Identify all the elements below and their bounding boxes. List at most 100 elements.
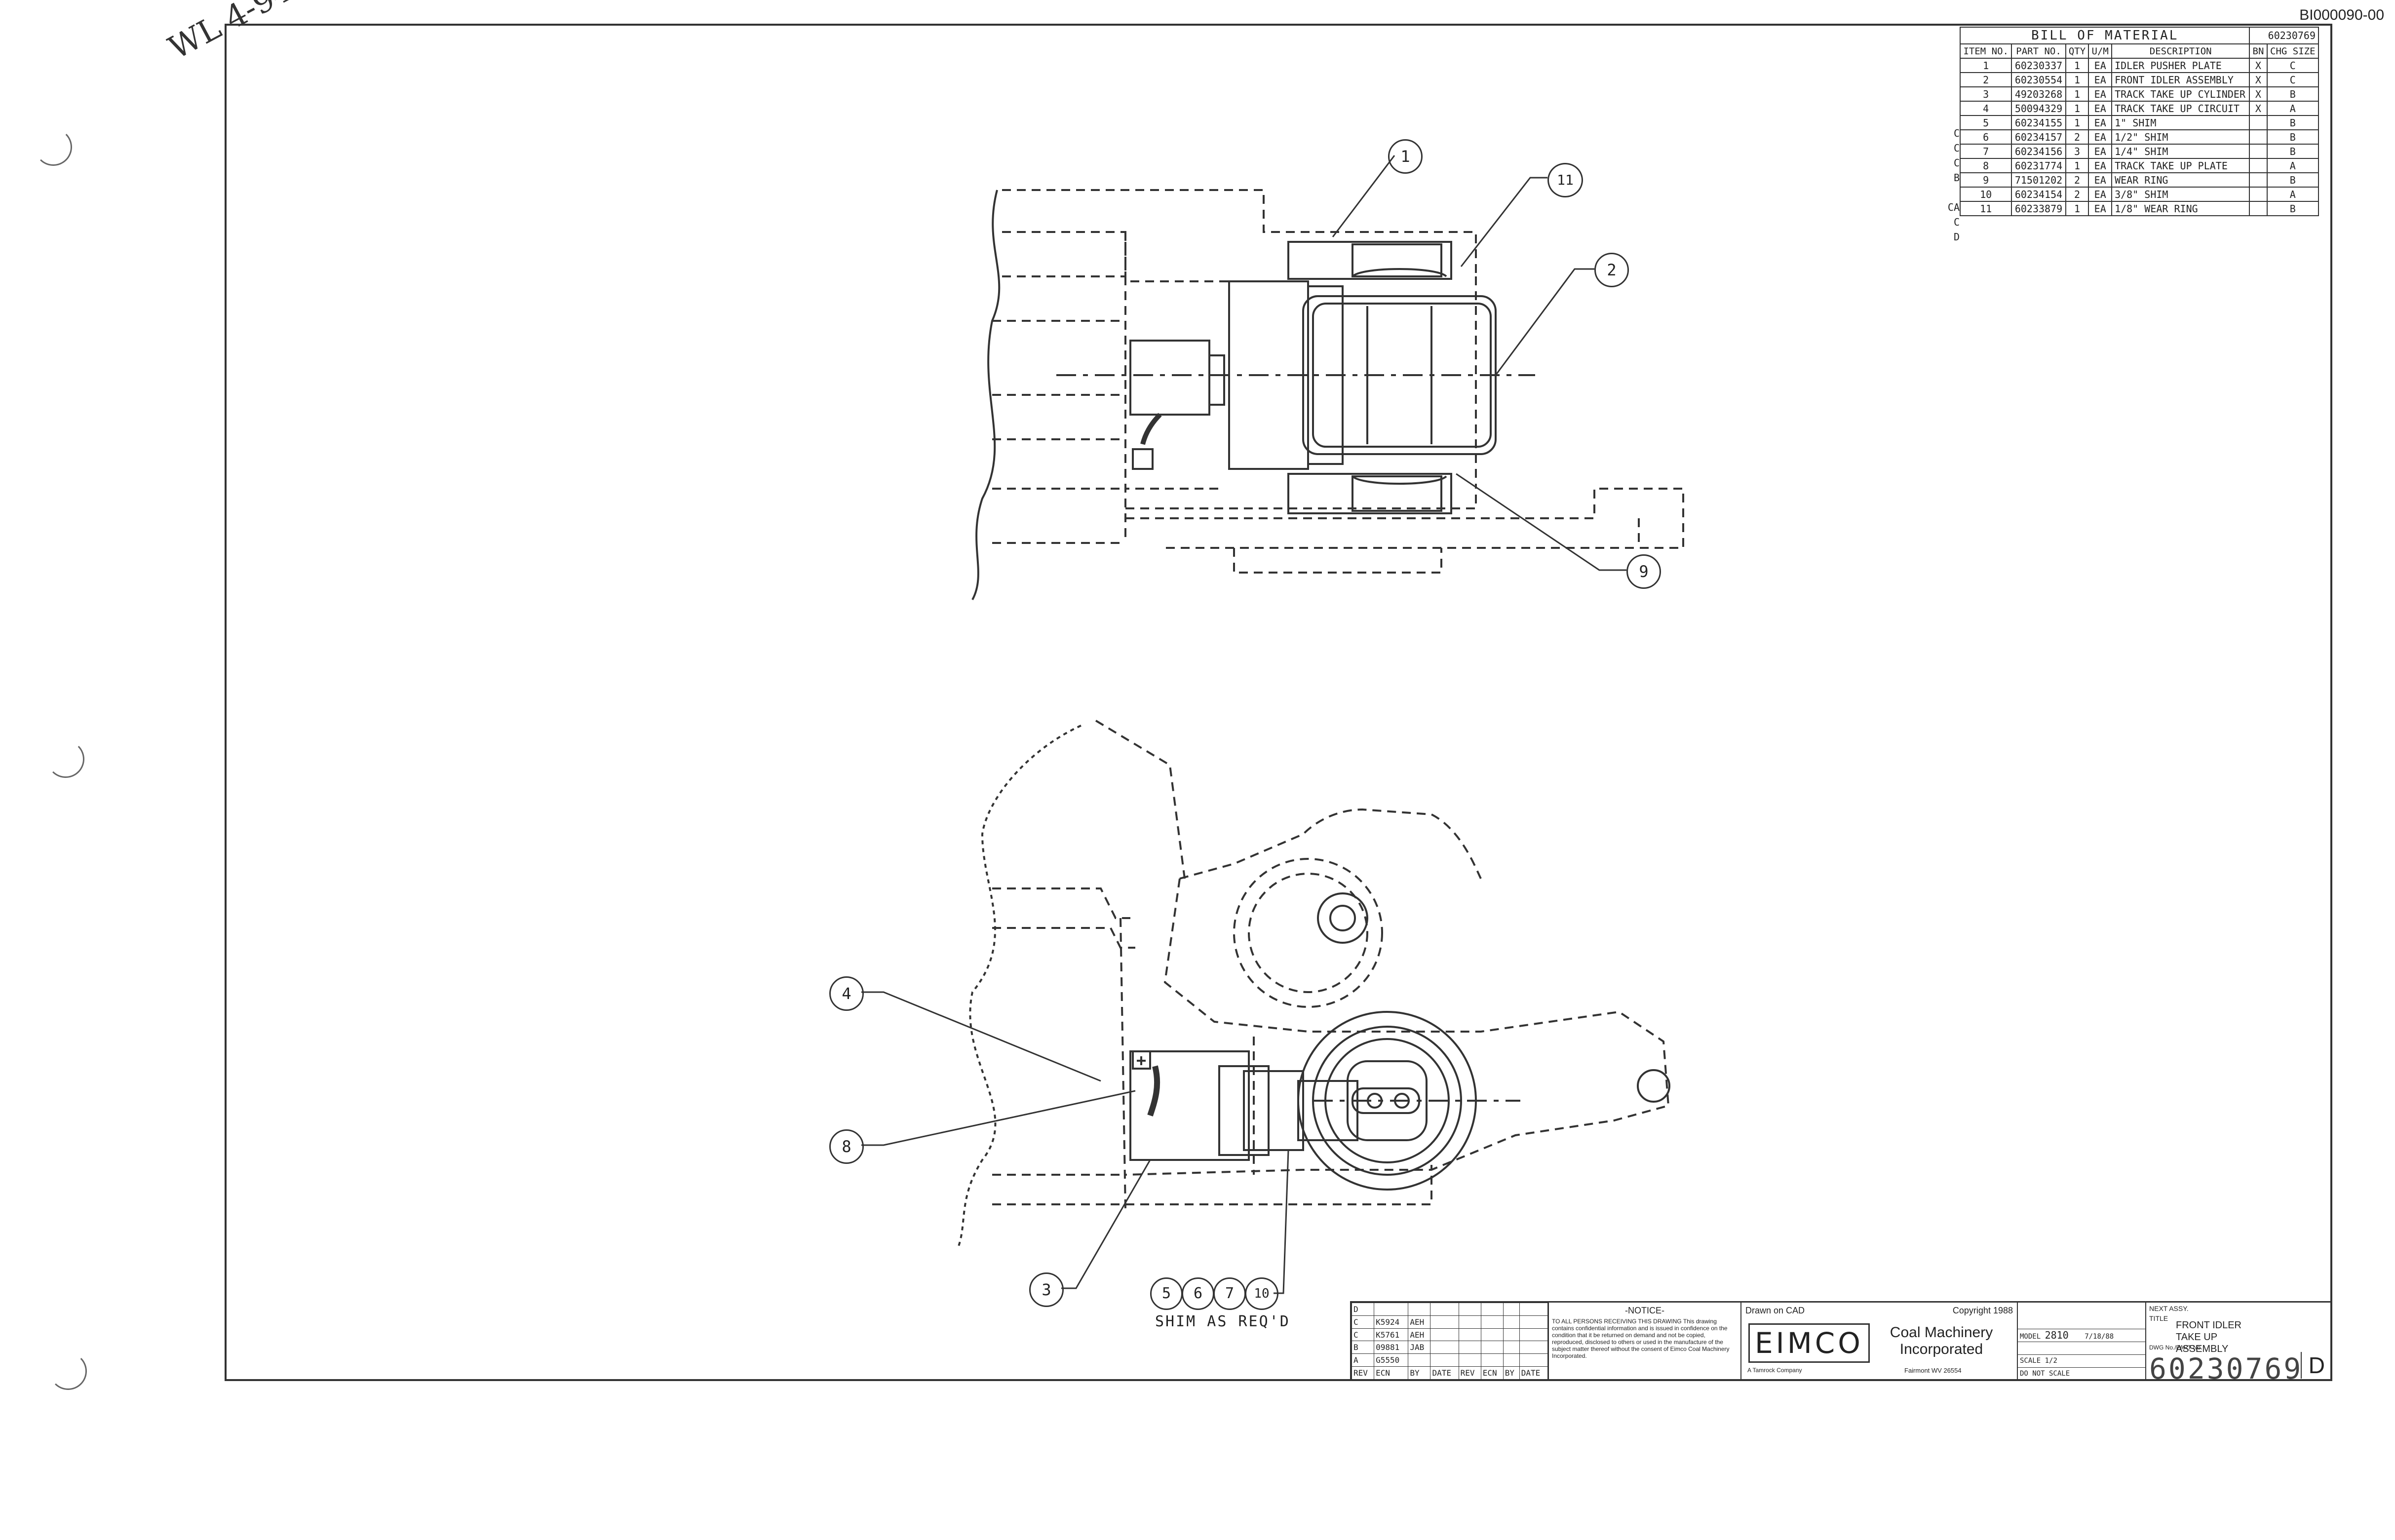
revision-cell-empty (1519, 1315, 1548, 1329)
bom-cell-desc: TRACK TAKE UP CYLINDER (2111, 86, 2250, 102)
bom-cell-bn: X (2249, 86, 2268, 102)
bom-cell-desc: TRACK TAKE UP CIRCUIT (2111, 101, 2250, 116)
bom-header-size: CHG SIZE (2266, 43, 2319, 59)
company-name: Coal Machinery Incorporated (1885, 1324, 1998, 1358)
title-label: TITLE (2149, 1314, 2168, 1322)
bom-cell-item: 9 (1959, 172, 2012, 188)
bom-cell-um: EA (2088, 101, 2113, 116)
revision-cell-empty (1458, 1328, 1481, 1342)
model-row: MODEL 2810 7/18/88 (2018, 1329, 2145, 1342)
revision-cell-empty (1458, 1315, 1481, 1329)
callout-label: 9 (1639, 562, 1649, 581)
drawing-number: 60230769 (2149, 1352, 2303, 1386)
callout-bubble-item-6: 6 (1182, 1277, 1214, 1310)
company-location: Fairmont WV 26554 (1904, 1367, 1962, 1374)
callout-label: 5 (1161, 1285, 1171, 1302)
callout-label: 6 (1193, 1285, 1203, 1302)
bom-cell-desc: IDLER PUSHER PLATE (2111, 58, 2250, 73)
callout-bubble-item-7: 7 (1213, 1277, 1246, 1310)
scale-value: 1/2 (2045, 1357, 2057, 1365)
revision-cell-ecn: G5550 (1374, 1353, 1409, 1367)
revision-letter: D (2300, 1352, 2332, 1379)
notice-box: -NOTICE- TO ALL PERSONS RECEIVING THIS D… (1549, 1303, 1741, 1380)
approval-area (2018, 1303, 2145, 1329)
side-view (992, 720, 1670, 1210)
bom-cell-item: 3 (1959, 86, 2012, 102)
revision-cell-rev: A (1351, 1353, 1375, 1367)
callout-bubble-item-1: 1 (1388, 139, 1423, 174)
revision-cell-rev: B (1351, 1341, 1375, 1354)
bom-dwg-ref: 60230769 (2249, 27, 2319, 44)
callout-bubble-item-10: 10 (1245, 1277, 1278, 1310)
bom-revision-marks: C C C B CA C D (1915, 126, 1960, 244)
revision-cell-date (1430, 1353, 1459, 1367)
bom-cell-size: B (2266, 115, 2319, 130)
bom-cell-part: 50094329 (2011, 101, 2066, 116)
callout-label: 1 (1400, 147, 1410, 166)
bom-cell-bn (2249, 129, 2268, 145)
bom-cell-qty: 1 (2065, 72, 2089, 87)
side-view-solid (957, 725, 1670, 1249)
bom-cell-um: EA (2088, 144, 2113, 159)
revision-cell-empty (1458, 1341, 1481, 1354)
margin-punch-mark (35, 128, 72, 166)
revision-cell-ecn: K5924 (1374, 1315, 1409, 1329)
bom-title-row: BILL OF MATERIAL 60230769 (1959, 27, 2319, 44)
callout-bubble-item-4: 4 (829, 976, 864, 1011)
bom-cell-bn (2249, 201, 2268, 216)
model-label: MODEL (2020, 1333, 2041, 1341)
bom-cell-um: EA (2088, 187, 2113, 202)
bom-cell-part: 71501202 (2011, 172, 2066, 188)
revision-cell-empty (1519, 1303, 1548, 1316)
rev-header: REV (1458, 1366, 1481, 1380)
drawn-on-cad: Drawn on CAD (1745, 1306, 1805, 1315)
rev-mark: B (1953, 172, 1960, 184)
company-block: Drawn on CAD Copyright 1988 EIMCO Coal M… (1741, 1303, 2018, 1380)
revision-cell-empty (1519, 1353, 1548, 1367)
bom-cell-qty: 2 (2065, 172, 2089, 188)
callout-label: 3 (1042, 1280, 1051, 1299)
bom-cell-part: 49203268 (2011, 86, 2066, 102)
rev-header: BY (1408, 1366, 1431, 1380)
bom-cell-um: EA (2088, 172, 2113, 188)
company-name-line: Coal Machinery (1890, 1324, 1993, 1341)
revision-cell-empty (1503, 1303, 1520, 1316)
callout-bubble-item-3: 3 (1029, 1272, 1064, 1307)
shim-callout-group: 5 6 7 10 (1150, 1277, 1283, 1310)
bom-cell-size: B (2266, 172, 2319, 188)
callout-bubble-item-9: 9 (1626, 554, 1661, 589)
company-name-line: Incorporated (1899, 1341, 1983, 1357)
bom-cell-bn (2249, 158, 2268, 173)
bom-header-qty: QTY (2065, 43, 2089, 59)
top-view-solid (971, 190, 1535, 600)
callout-bubble-item-8: 8 (829, 1129, 864, 1164)
rev-header: DATE (1430, 1366, 1459, 1380)
bom-cell-size: A (2266, 158, 2319, 173)
callout-label: 2 (1607, 261, 1617, 279)
bom-cell-item: 4 (1959, 101, 2012, 116)
rev-header: DATE (1519, 1366, 1548, 1380)
bom-cell-desc: 1" SHIM (2111, 115, 2250, 130)
drawing-frame (225, 24, 2332, 1381)
revision-cell-empty (1480, 1303, 1504, 1316)
bom-cell-qty: 1 (2065, 58, 2089, 73)
bom-cell-um: EA (2088, 72, 2113, 87)
bom-cell-bn (2249, 187, 2268, 202)
title-line: FRONT IDLER (2176, 1320, 2241, 1331)
margin-punch-mark (47, 740, 84, 778)
bom-cell-qty: 2 (2065, 129, 2089, 145)
bom-cell-part: 60233879 (2011, 201, 2066, 216)
bom-cell-part: 60230554 (2011, 72, 2066, 87)
revision-row: D (1351, 1303, 1548, 1316)
bom-cell-size: B (2266, 201, 2319, 216)
bom-cell-item: 2 (1959, 72, 2012, 87)
next-assy-label: NEXT ASSY. (2149, 1305, 2189, 1312)
rev-mark: D (1953, 231, 1960, 243)
rev-mark (1915, 185, 1960, 200)
bom-cell-um: EA (2088, 115, 2113, 130)
